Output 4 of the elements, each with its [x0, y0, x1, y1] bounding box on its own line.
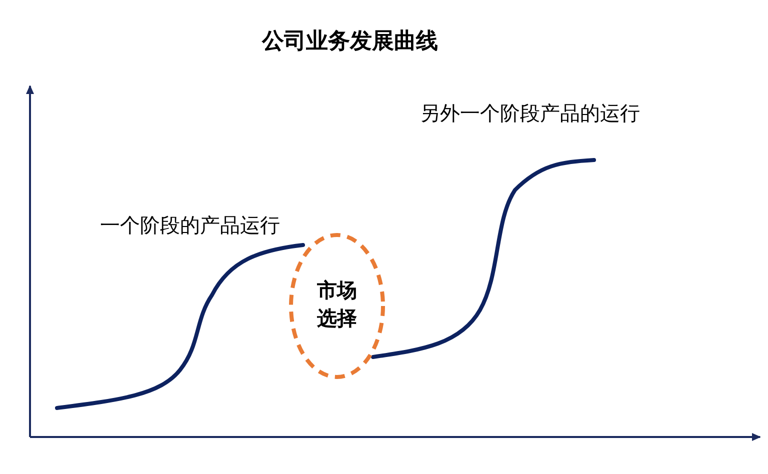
- chart-title: 公司业务发展曲线: [260, 28, 439, 56]
- curve-label: 另外一个阶段产品的运行: [420, 100, 640, 127]
- curve-label: 一个阶段的产品运行: [100, 212, 280, 239]
- node-label: 市场选择: [316, 277, 358, 332]
